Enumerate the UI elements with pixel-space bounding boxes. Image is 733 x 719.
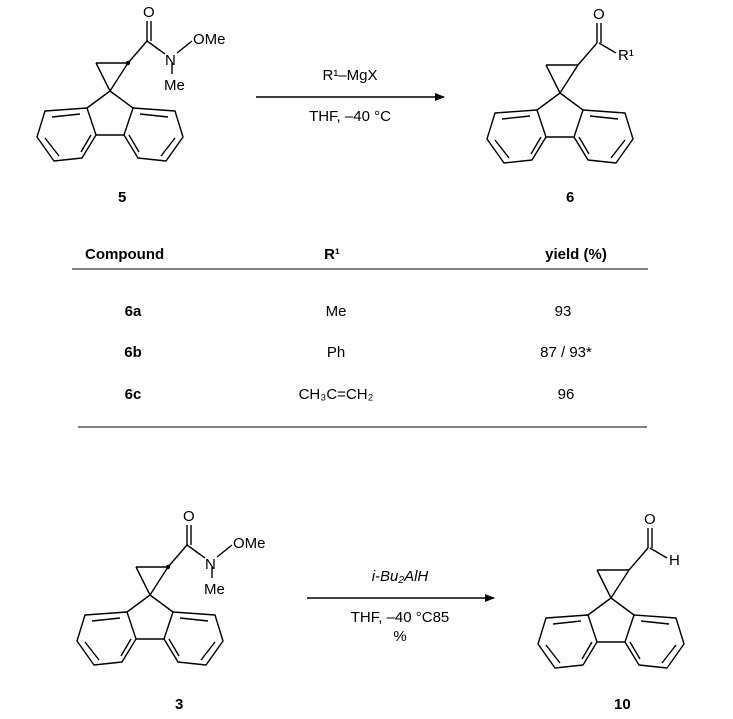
cell-compound: 6a [125,303,142,320]
compound-5-label: 5 [118,189,126,206]
cell-r1: Me [326,303,347,320]
col-header-compound: Compound [85,246,164,263]
results-table: Compound R¹ yield (%) 6a Me 93 6b Ph 87 … [72,246,648,428]
compound-10-structure: O H [537,511,685,669]
cell-yield: 93 [555,303,572,320]
stereocenter-dot [125,60,131,66]
col-header-yield: yield (%) [545,246,607,263]
table-row: 6b Ph 87 / 93* [124,344,592,361]
table-row: 6a Me 93 [125,303,572,320]
cell-compound: 6b [124,344,142,361]
oxygen-atom: O [143,4,155,21]
methyl-group: Me [204,581,225,598]
cell-r1: Ph [327,344,345,361]
conditions-2-line2: % [393,628,406,645]
compound-6-structure: O R¹ [486,6,634,164]
cell-r1: CH₃C=CH₂ [299,386,374,403]
nitrogen-atom: N [165,52,176,69]
hydrogen-atom: H [669,552,680,569]
compound-5-structure: O N OMe Me [36,4,226,162]
compound-3-label: 3 [175,696,183,713]
oxygen-atom: O [593,6,605,23]
conditions-2-line1: THF, –40 °C85 [351,609,450,626]
reagent-grignard: R¹–MgX [322,67,377,84]
methyl-group: Me [164,77,185,94]
reagent-dibal: i-Bu₂AlH [372,568,429,585]
methoxy-group: OMe [193,31,226,48]
compound-3-structure: O N OMe Me [76,508,266,666]
cell-yield: 87 / 93* [540,344,592,361]
oxygen-atom: O [644,511,656,528]
r1-substituent: R¹ [618,47,634,64]
col-header-r1: R¹ [324,246,340,263]
table-row: 6c CH₃C=CH₂ 96 [125,386,575,403]
methoxy-group: OMe [233,535,266,552]
oxygen-atom: O [183,508,195,525]
cell-yield: 96 [558,386,575,403]
compound-6-label: 6 [566,189,574,206]
conditions-1: THF, –40 °C [309,108,391,125]
stereocenter-dot [165,564,171,570]
nitrogen-atom: N [205,556,216,573]
compound-10-label: 10 [614,696,631,713]
cell-compound: 6c [125,386,142,403]
